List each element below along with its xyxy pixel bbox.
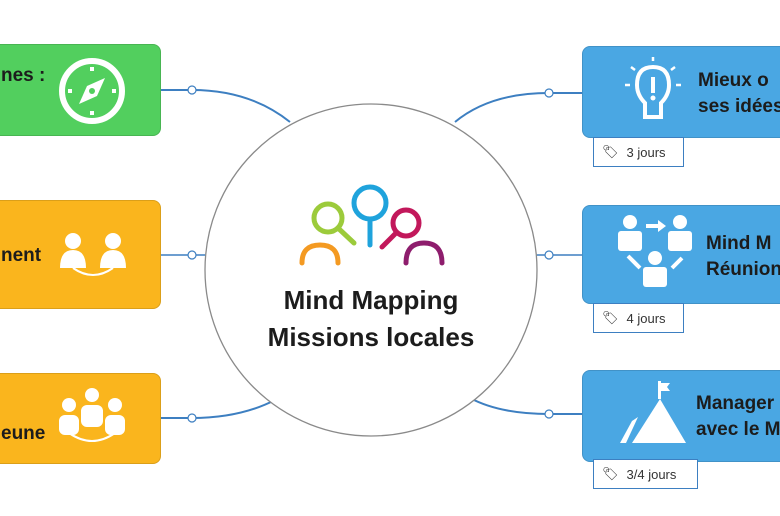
left-node-2-label: nent (1, 245, 42, 266)
duration-tag-1: 🏷 3 jours (593, 137, 684, 167)
right-node-2-line2: Réunion (706, 259, 780, 280)
tag-text: 4 jours (626, 310, 666, 326)
mountain-flag-icon (620, 381, 686, 443)
duration-tag-2: 🏷 4 jours (593, 303, 684, 333)
tag-icon: 🏷 (602, 310, 619, 325)
left-node-3-label: eune (1, 423, 46, 444)
right-node-1[interactable]: Mieux o ses idées (582, 46, 780, 138)
compass-icon (59, 58, 125, 124)
central-title-line1: Mind Mapping (283, 285, 459, 315)
right-node-2-line1: Mind M (706, 233, 772, 254)
right-node-1-line1: Mieux o (698, 70, 769, 91)
right-node-3-line2: avec le M (696, 419, 780, 440)
central-node-circle (204, 103, 538, 437)
meeting-exchange-icon (618, 215, 692, 287)
central-title-line2: Missions locales (267, 322, 475, 352)
left-node-1-label: nes : (1, 65, 46, 86)
right-node-2[interactable]: Mind M Réunion (582, 205, 780, 304)
two-people-icon (60, 233, 126, 276)
people-search-logo-icon (299, 184, 445, 266)
right-node-1-line2: ses idées (698, 96, 780, 117)
tag-icon: 🏷 (602, 144, 619, 159)
tag-text: 3 jours (626, 144, 666, 160)
right-node-3-line1: Manager (696, 393, 775, 414)
duration-tag-3: 🏷 3/4 jours (593, 459, 698, 489)
lightbulb-icon (625, 57, 681, 119)
group-icon (59, 388, 125, 442)
left-node-1[interactable]: nes : (0, 44, 161, 136)
left-node-2[interactable]: nent (0, 200, 161, 309)
tag-text: 3/4 jours (626, 466, 677, 482)
right-node-3[interactable]: Manager avec le M (582, 370, 780, 462)
left-node-3[interactable]: eune (0, 373, 161, 464)
tag-icon: 🏷 (602, 466, 619, 481)
